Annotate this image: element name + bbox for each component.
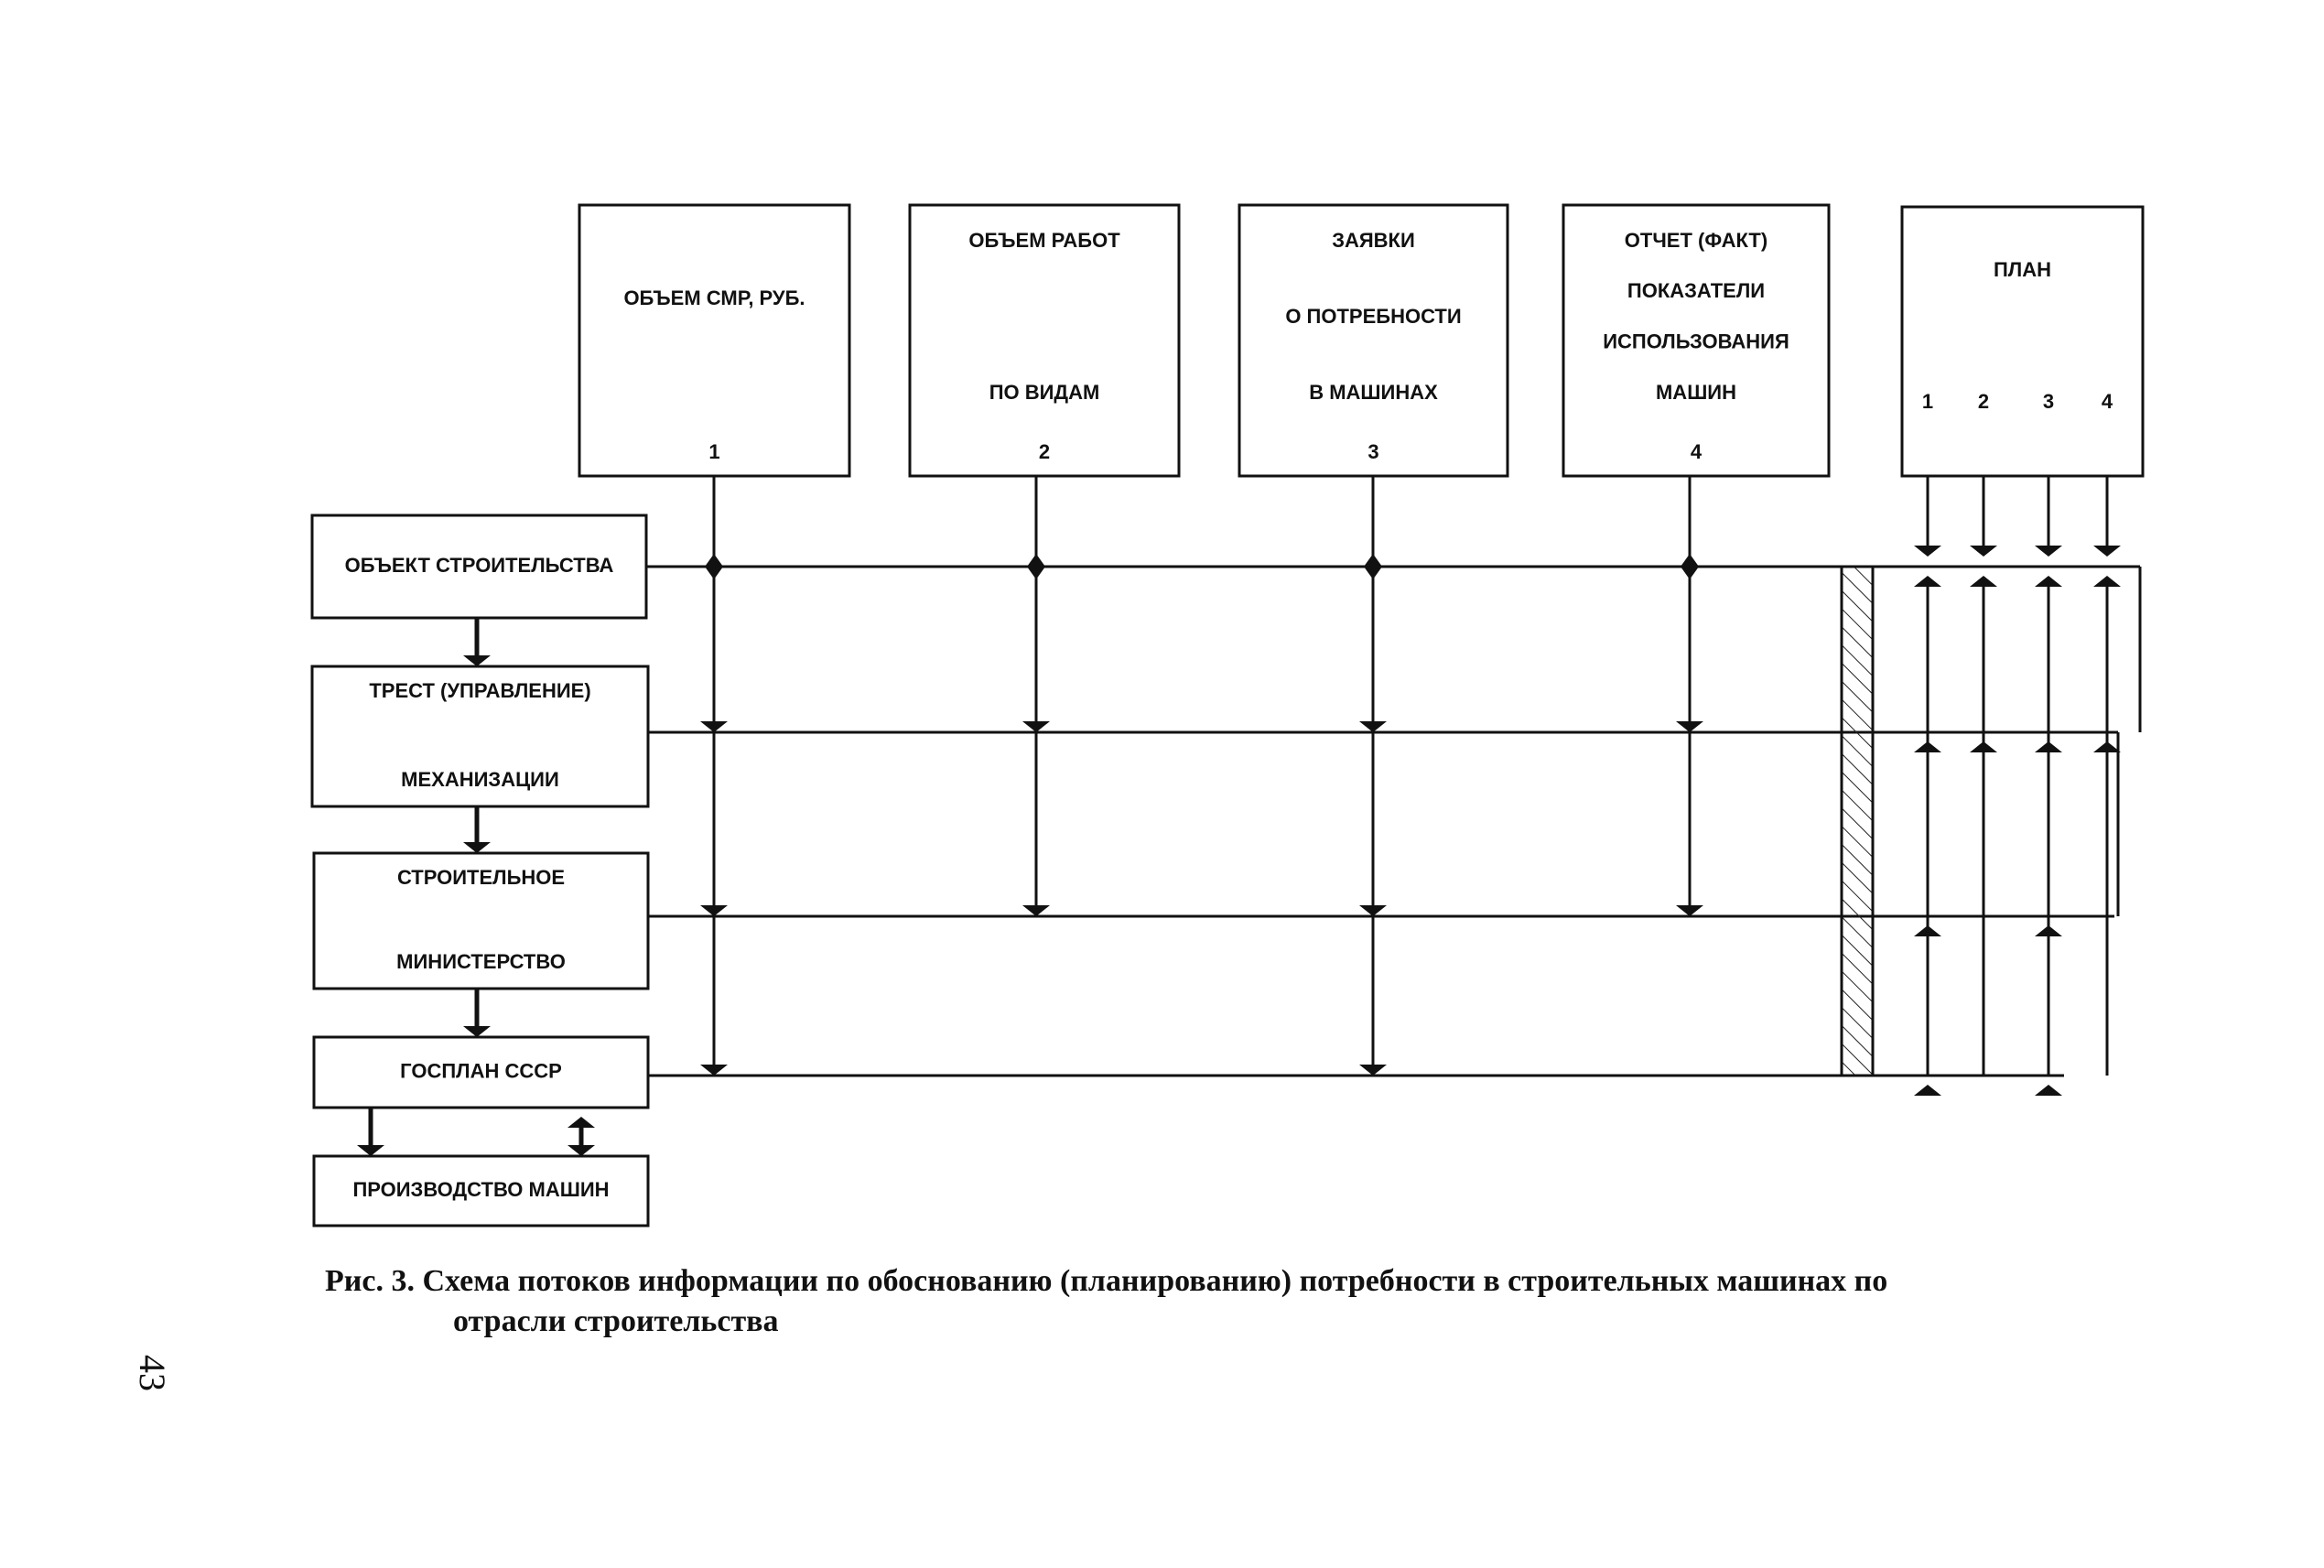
source-3-arrow-3: [1359, 1065, 1387, 1076]
source-box-3-text-1: ЗАЯВКИ: [1332, 229, 1415, 252]
plan-column-4-up-arrow-1: [2093, 576, 2121, 587]
level-box-3: [312, 851, 650, 990]
gosplan-to-production-arrow: [357, 1145, 384, 1156]
level-box-2: [310, 665, 650, 808]
source-2-junction: [1027, 554, 1045, 579]
source-box-2-text-2: ПО ВИДАМ: [989, 381, 1100, 404]
source-box-2-number: 2: [1039, 440, 1050, 463]
source-1-arrow-2: [700, 905, 728, 916]
level-box-3-text-1: СТРОИТЕЛЬНОЕ: [397, 866, 565, 889]
plan-column-1-up-arrow-3: [1914, 925, 1941, 936]
plan-column-3-up-arrow-4: [2035, 1085, 2062, 1096]
source-2-arrow-1: [1022, 721, 1050, 732]
figure-caption: Рис. 3. Схема потоков информации по обос…: [325, 1261, 2156, 1342]
plan-column-1-up-arrow-2: [1914, 741, 1941, 752]
source-box-4-text-3: ИСПОЛЬЗОВАНИЯ: [1603, 330, 1789, 352]
source-3-arrow-2: [1359, 905, 1387, 916]
plan-column-3-up-arrow-3: [2035, 925, 2062, 936]
plan-column-2-up-arrow-2: [1970, 741, 1997, 752]
caption-label: Рис. 3.: [325, 1264, 415, 1298]
level-link-arrow-1: [463, 655, 491, 666]
plan-column-2-number: 2: [1978, 390, 1989, 413]
plan-column-3-up-arrow-2: [2035, 741, 2062, 752]
plan-column-1-up-arrow-4: [1914, 1085, 1941, 1096]
caption-line-1: Схема потоков информации по обоснованию …: [422, 1264, 1888, 1298]
level-box-2-text-1: ТРЕСТ (УПРАВЛЕНИЕ): [369, 679, 590, 702]
plan-column-3-number: 3: [2043, 390, 2054, 413]
production-feedback-arrow-down: [567, 1145, 595, 1156]
source-3-arrow-1: [1359, 721, 1387, 732]
source-box-3-text-3: В МАШИНАХ: [1309, 381, 1438, 404]
source-box-3-text-2: О ПОТРЕБНОСТИ: [1285, 305, 1461, 328]
source-1-junction: [705, 554, 723, 579]
source-box-3-number: 3: [1367, 440, 1378, 463]
plan-column-1-number: 1: [1922, 390, 1933, 413]
arrow-marks: [357, 546, 2121, 1156]
plan-column-1-down-arrow: [1914, 546, 1941, 557]
source-1-arrow-3: [700, 1065, 728, 1076]
source-box-1-number: 1: [708, 440, 719, 463]
source-1-arrow-1: [700, 721, 728, 732]
plan-column-2-up-arrow-1: [1970, 576, 1997, 587]
plan-column-4-number: 4: [2102, 390, 2113, 413]
level-box-4: [312, 1035, 650, 1109]
source-2-arrow-2: [1022, 905, 1050, 916]
level-box-3-text-2: МИНИСТЕРСТВО: [396, 950, 566, 973]
hatched-divider: [1840, 565, 1875, 1077]
level-box-1: [310, 514, 648, 620]
source-box-1: [578, 203, 851, 478]
plan-title: ПЛАН: [1994, 258, 2051, 281]
source-box-1-text-1: ОБЪЕМ СМР, РУБ.: [623, 287, 805, 309]
source-box-4-text-2: ПОКАЗАТЕЛИ: [1627, 279, 1765, 302]
level-box-1-text-1: ОБЪЕКТ СТРОИТЕЛЬСТВА: [345, 554, 614, 577]
plan-column-1-up-arrow-1: [1914, 576, 1941, 587]
level-link-arrow-3: [463, 1026, 491, 1037]
level-box-5: [312, 1154, 650, 1227]
source-box-2-text-1: ОБЪЕМ РАБОТ: [968, 229, 1120, 252]
boxes: ОБЪЕМ СМР, РУБ. 1 ОБЪЕМ РАБОТ ПО ВИДАМ 2 ЗАЯВ…: [310, 203, 2145, 1227]
source-box-4-number: 4: [1691, 440, 1702, 463]
source-4-arrow-1: [1676, 721, 1703, 732]
plan-column-4-up-arrow-2: [2093, 741, 2121, 752]
production-feedback-arrow-up: [567, 1117, 595, 1128]
source-box-4: [1562, 203, 1831, 478]
level-box-2-text-2: МЕХАНИЗАЦИИ: [401, 768, 559, 791]
plan-column-4-down-arrow: [2093, 546, 2121, 557]
source-3-junction: [1364, 554, 1382, 579]
source-box-4-text-1: ОТЧЕТ (ФАКТ): [1625, 229, 1767, 252]
plan-column-3-down-arrow: [2035, 546, 2062, 557]
source-box-2: [908, 203, 1181, 478]
page-number: 43: [132, 1355, 173, 1391]
caption-line-2: отрасли строительства: [453, 1304, 779, 1338]
source-4-junction: [1681, 554, 1699, 579]
plan-box: [1900, 205, 2145, 478]
level-box-5-text-1: ПРОИЗВОДСТВО МАШИН: [352, 1178, 609, 1201]
plan-column-2-down-arrow: [1970, 546, 1997, 557]
source-box-3: [1238, 203, 1509, 478]
plan-column-3-up-arrow-1: [2035, 576, 2062, 587]
source-box-4-text-4: МАШИН: [1656, 381, 1736, 404]
level-link-arrow-2: [463, 842, 491, 853]
source-4-arrow-2: [1676, 905, 1703, 916]
level-box-4-text-1: ГОСПЛАН СССР: [400, 1059, 562, 1082]
